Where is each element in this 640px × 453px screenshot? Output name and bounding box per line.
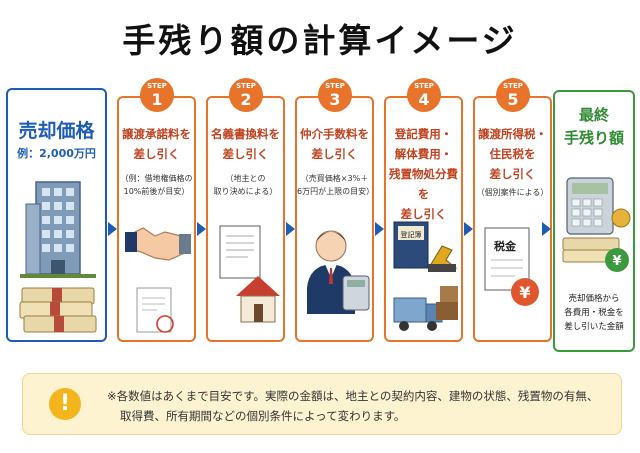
step-number: 3	[329, 90, 341, 109]
tax-document-icon: 税金 ¥	[484, 227, 539, 306]
step-5-title: 譲渡所得税・住民税を差し引く	[478, 127, 547, 181]
building-money-icon	[19, 181, 97, 333]
disclaimer-notice: ! ※各数値はあくまで目安です。実際の金額は、地主との契約内容、建物の状態、残置…	[22, 373, 622, 435]
step-number: 4	[418, 90, 430, 109]
page-title: 手残り額の計算イメージ	[122, 21, 518, 60]
exclamation-icon: !	[49, 388, 81, 420]
step-1-title: 譲渡承諾料を差し引く	[122, 127, 191, 161]
agent-calculator-icon	[307, 230, 370, 314]
step-4-title: 登記費用・解体費用・ 残置物処分費を差し引く	[389, 127, 458, 221]
handshake-icon	[125, 227, 191, 333]
step-label: STEP	[503, 82, 523, 90]
step-3-note: （売買価格×3%＋6万円が上限の目安）	[297, 174, 375, 196]
step-label: STEP	[236, 82, 256, 90]
sale-price-title: 売却価格	[18, 120, 95, 142]
flow-arrow	[197, 222, 206, 236]
disclaimer-line-1: ※各数値はあくまで目安です。実際の金額は、地主との契約内容、建物の状態、残置物の…	[107, 389, 599, 403]
flow-arrow	[286, 222, 295, 236]
step-label: STEP	[147, 82, 167, 90]
step-3-title: 仲介手数料を差し引く	[300, 127, 369, 161]
calculator-money-icon: ¥	[562, 177, 631, 272]
step-label: STEP	[414, 82, 434, 90]
step-2-note: （地主との取り決めによる）	[213, 174, 278, 196]
flow-arrow	[375, 222, 384, 236]
step-5-note: （個別案件による）	[476, 188, 549, 197]
flow-arrow	[464, 222, 473, 236]
document-house-icon	[219, 225, 280, 323]
registry-book-label: 登記簿	[401, 230, 422, 239]
final-amount-box: 最終手残り額 ¥ 売却価格から各費用・税金を差し引いた金額	[553, 90, 635, 352]
step-number: 5	[507, 90, 519, 109]
final-amount-note: 売却価格から各費用・税金を差し引いた金額	[564, 294, 624, 332]
tax-label: 税金	[494, 239, 517, 253]
final-amount-title: 最終手残り額	[563, 106, 624, 147]
step-number: 2	[240, 90, 252, 109]
disclaimer-line-2: 取得費、所有期間などの個別条件によって変わります。	[120, 409, 406, 423]
flow-arrow	[108, 222, 117, 236]
yen-icon: ¥	[519, 283, 530, 302]
step-label: STEP	[325, 82, 345, 90]
yen-icon: ¥	[612, 254, 621, 269]
step-2-title: 名義書換料を差し引く	[211, 127, 280, 161]
sale-price-example: 例：2,000万円	[17, 147, 96, 160]
registry-truck-icon: 登記簿	[393, 221, 458, 331]
step-number: 1	[151, 90, 163, 109]
flow-arrow	[542, 222, 551, 236]
sale-price-box: 売却価格 例：2,000万円	[6, 88, 107, 342]
